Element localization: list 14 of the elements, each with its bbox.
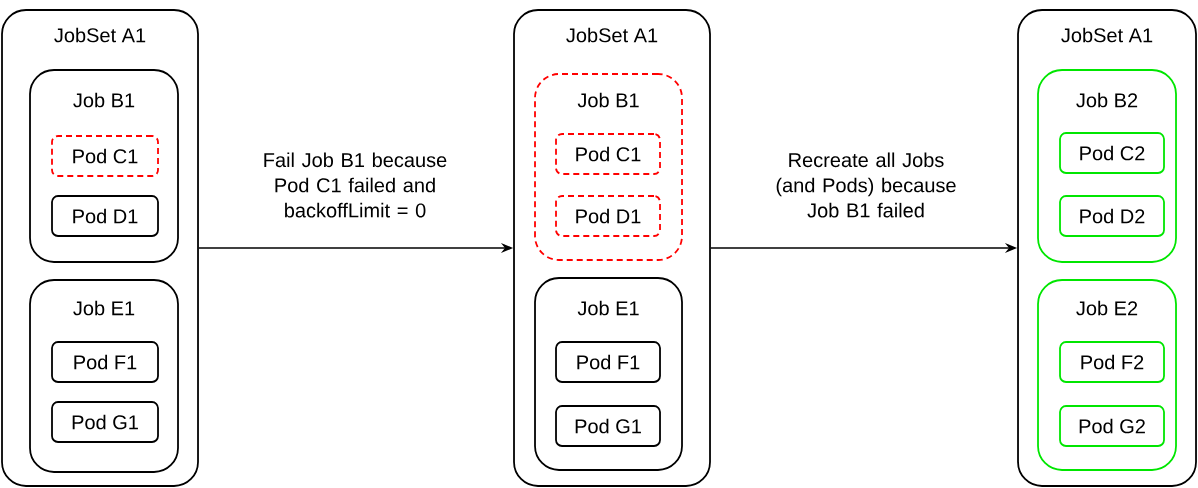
pod-box: Pod C1	[51, 135, 159, 177]
pod-box: Pod G1	[51, 401, 159, 443]
edge-label: Recreate all Jobs (and Pods) because Job B1 failed	[776, 152, 956, 218]
pod-box: Pod G2	[1059, 405, 1165, 447]
pod-box: Pod D1	[555, 195, 661, 237]
pod-box: Pod F1	[51, 341, 159, 383]
pod-box: Pod G1	[555, 405, 661, 447]
edge-label: Fail Job B1 because Pod C1 failed and backoffLimit = 0	[264, 152, 447, 218]
pod-box: Pod C2	[1059, 132, 1165, 174]
pod-box: Pod D2	[1059, 195, 1165, 237]
pod-box: Pod D1	[51, 195, 159, 237]
pod-box: Pod F2	[1059, 341, 1165, 383]
pod-box: Pod C1	[555, 133, 661, 175]
pod-box: Pod F1	[555, 341, 661, 383]
